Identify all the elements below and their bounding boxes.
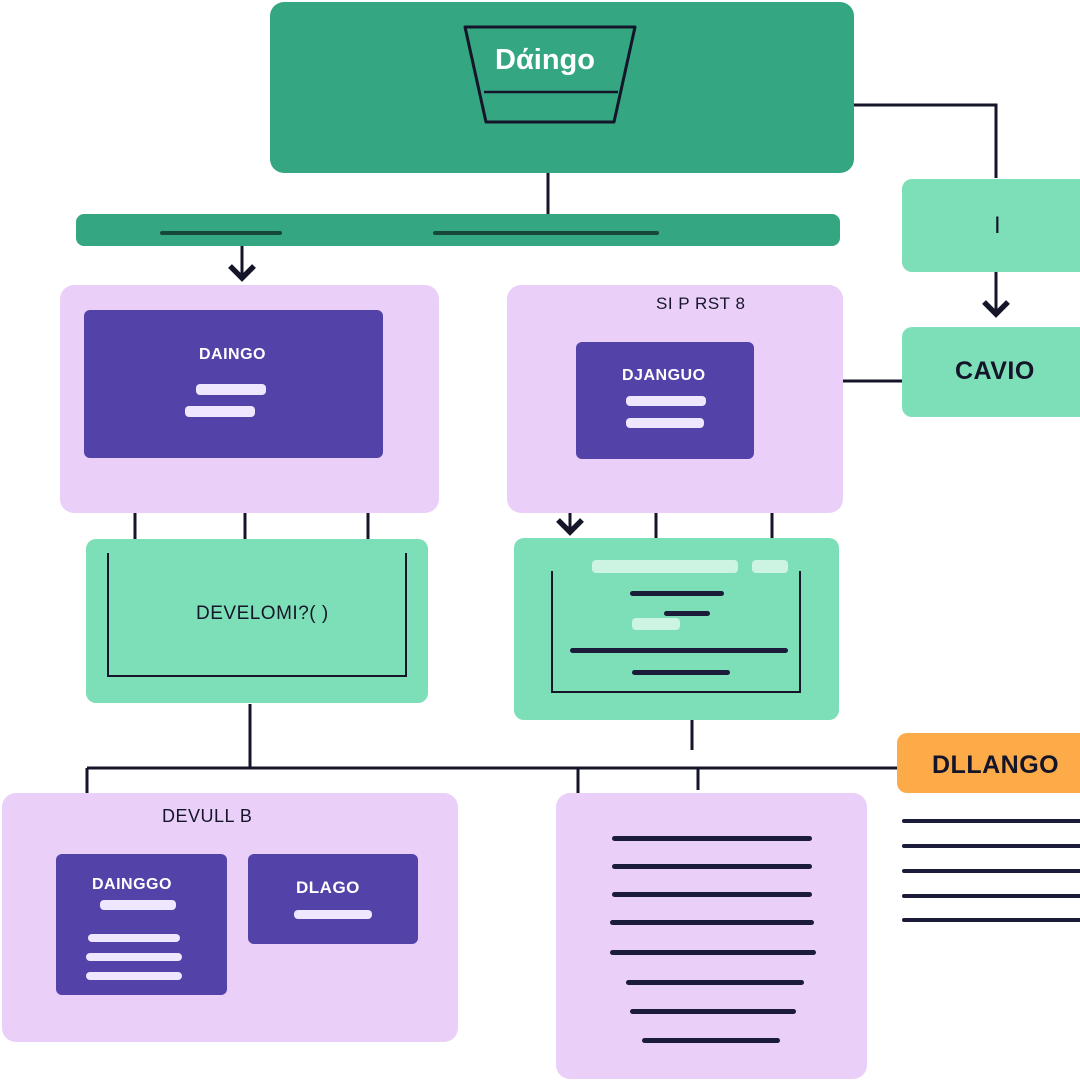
left-card-title: DAINGO bbox=[199, 346, 266, 363]
cavio-box bbox=[902, 327, 1080, 417]
bottom-center-line-4 bbox=[610, 920, 814, 925]
bottom-card-b-title: DLAGO bbox=[296, 878, 360, 897]
center-green-line-2 bbox=[664, 611, 710, 616]
logo-text: Dάingo bbox=[495, 44, 595, 76]
bottom-card-b: DLAGO bbox=[248, 854, 418, 944]
center-card-line-1 bbox=[626, 396, 706, 406]
left-card-line-1 bbox=[196, 384, 266, 395]
bottom-center-line-5 bbox=[610, 950, 816, 955]
bottom-card-a-line-2 bbox=[88, 934, 180, 942]
center-card-line-2 bbox=[626, 418, 704, 428]
bottom-card-a-line-3 bbox=[86, 953, 182, 961]
header-bus-bar bbox=[76, 214, 840, 246]
center-green-box bbox=[514, 538, 839, 720]
right-list-line-3 bbox=[902, 869, 1080, 873]
orange-label-box bbox=[897, 733, 1080, 793]
bus-line-left bbox=[160, 231, 282, 235]
center-green-highlight-2 bbox=[752, 560, 788, 573]
bottom-left-caption: DEVULL B bbox=[162, 806, 253, 826]
logo-badge bbox=[463, 25, 637, 124]
left-card: DAINGO bbox=[84, 310, 383, 458]
left-green-box bbox=[86, 539, 428, 703]
orange-label: DLLANGO bbox=[932, 751, 1060, 779]
right-top-label: I bbox=[994, 212, 1002, 239]
center-green-line-4 bbox=[632, 670, 730, 675]
left-green-label: DEVELOMI?( ) bbox=[196, 603, 329, 624]
center-green-frame bbox=[551, 571, 801, 693]
bottom-center-line-7 bbox=[630, 1009, 796, 1014]
center-panel-caption: SI P RST 8 bbox=[656, 294, 746, 313]
bottom-card-a-line-1 bbox=[100, 900, 176, 910]
bottom-center-panel bbox=[556, 793, 867, 1079]
center-green-line-1 bbox=[630, 591, 724, 596]
right-top-box bbox=[902, 179, 1080, 272]
center-card-title: DJANGUO bbox=[622, 367, 706, 384]
center-green-line-3 bbox=[570, 648, 788, 653]
bottom-center-line-1 bbox=[612, 836, 812, 841]
bottom-card-a-title: DAINGGO bbox=[92, 876, 172, 893]
bottom-center-line-6 bbox=[626, 980, 804, 985]
center-card: DJANGUO bbox=[576, 342, 754, 459]
cavio-label: CAVIO bbox=[955, 357, 1035, 385]
right-list-line-1 bbox=[902, 819, 1080, 823]
bottom-center-line-3 bbox=[612, 892, 812, 897]
right-list-line-2 bbox=[902, 844, 1080, 848]
connector-header-right bbox=[854, 103, 998, 178]
left-green-frame bbox=[107, 553, 407, 677]
bottom-card-a-line-4 bbox=[86, 972, 182, 980]
bottom-card-a: DAINGGO bbox=[56, 854, 227, 995]
center-green-highlight-3 bbox=[632, 618, 680, 630]
bus-line-right bbox=[433, 231, 659, 235]
bottom-center-line-2 bbox=[612, 864, 812, 869]
center-green-highlight-1 bbox=[592, 560, 738, 573]
right-list-line-4 bbox=[902, 894, 1080, 898]
bottom-card-b-line-1 bbox=[294, 910, 372, 919]
right-list-line-5 bbox=[902, 918, 1080, 922]
bottom-center-line-8 bbox=[642, 1038, 780, 1043]
left-card-line-2 bbox=[185, 406, 255, 417]
